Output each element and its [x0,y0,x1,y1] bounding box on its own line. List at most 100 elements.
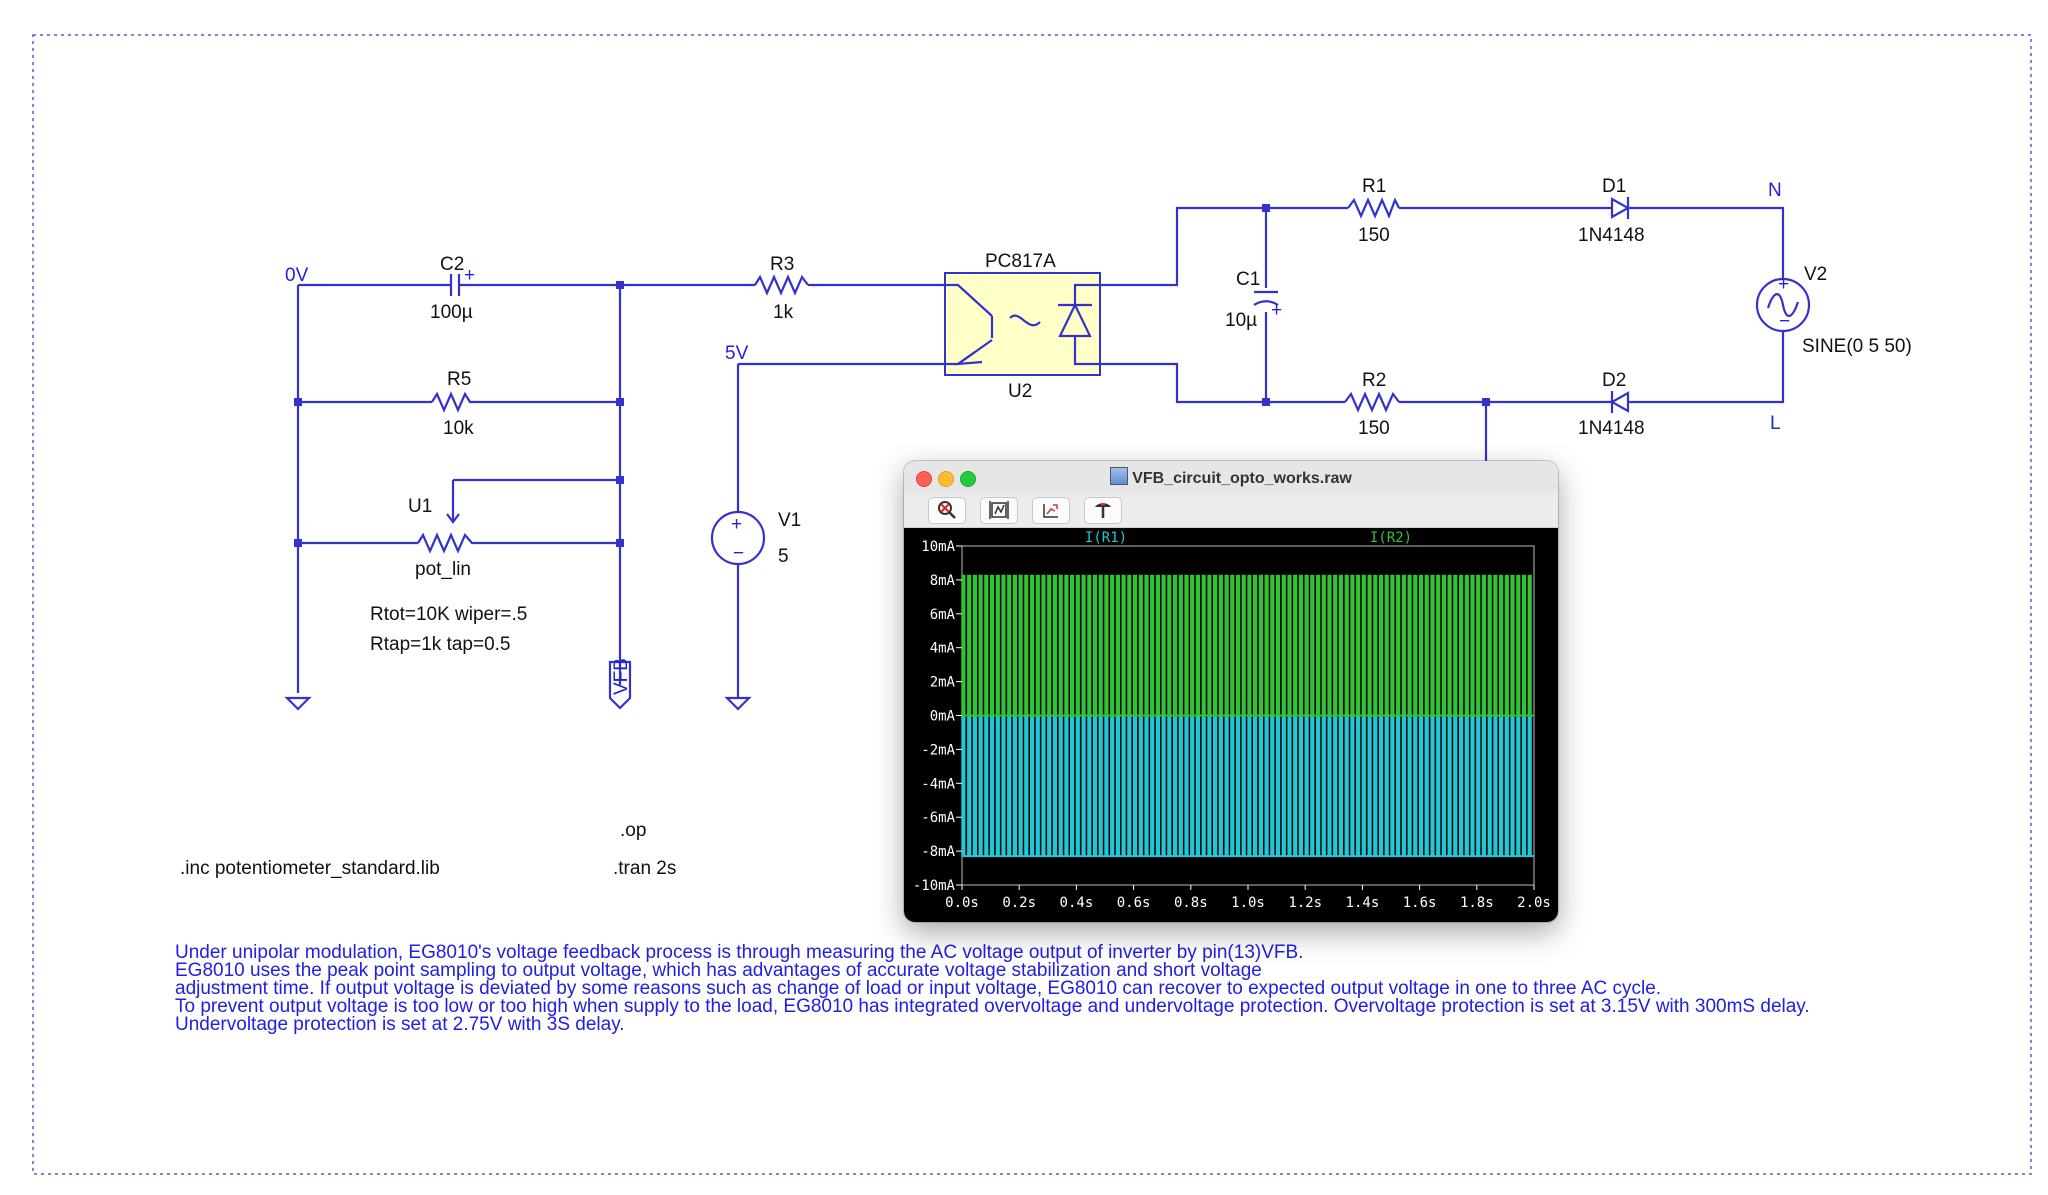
u2-label: U2 [1008,381,1032,402]
vfb-port-label: VFB [611,658,632,695]
net-label-5v: 5V [725,343,749,364]
y-tick-label: 10mA [921,539,955,555]
autorange-button[interactable] [980,497,1018,524]
zoom-cancel-button[interactable] [928,497,966,524]
c1-value: 10µ [1225,310,1257,331]
junction [294,539,302,547]
minimize-window-button[interactable] [938,471,954,487]
r3-value: 1k [773,302,794,323]
waveform-chart[interactable]: 10mA8mA6mA4mA2mA0mA-2mA-4mA-6mA-8mA-10mA… [904,528,1558,922]
x-tick-label: 1.4s [1346,895,1380,911]
window-title-text: VFB_circuit_opto_works.raw [1132,470,1352,487]
d1-value: 1N4148 [1578,225,1645,246]
diode-d2[interactable] [1609,391,1630,413]
legend-entry: I(R1) [1085,530,1127,546]
y-tick-label: -6mA [921,810,955,826]
junction [294,398,302,406]
junction [1262,398,1270,406]
resistor-r1[interactable] [1347,197,1400,219]
tran-directive[interactable]: .tran 2s [613,858,676,879]
net-label-l: L [1770,413,1781,434]
y-tick-label: 6mA [930,607,956,623]
r1-label: R1 [1362,176,1386,197]
comment-line: adjustment time. If output voltage is de… [175,978,1661,999]
svg-text:+: + [731,514,742,535]
r5-value: 10k [443,418,474,439]
x-tick-label: 0.8s [1174,895,1208,911]
x-tick-label: 0.4s [1060,895,1094,911]
svg-text:−: − [733,543,744,564]
x-tick-label: 1.0s [1231,895,1265,911]
comment-block[interactable]: Under unipolar modulation, EG8010's volt… [175,942,1810,1035]
x-tick-label: 2.0s [1517,895,1551,911]
pan-button[interactable] [1032,497,1070,524]
voltage-source-v2[interactable]: + − [1755,274,1811,333]
v2-label: V2 [1804,264,1827,285]
right-network [1100,206,1785,463]
junction [616,398,624,406]
y-tick-label: -8mA [921,844,955,860]
maximize-window-button[interactable] [960,471,976,487]
comment-line: Under unipolar modulation, EG8010's volt… [175,942,1303,963]
v2-value: SINE(0 5 50) [1802,336,1912,357]
r3-label: R3 [770,254,794,275]
y-tick-label: 8mA [930,573,956,589]
junction [616,539,624,547]
autorange-icon [989,501,1009,519]
include-directive[interactable]: .inc potentiometer_standard.lib [180,858,440,879]
potentiometer-u1[interactable] [417,532,477,554]
window-titlebar[interactable]: VFB_circuit_opto_works.raw [904,461,1558,493]
x-tick-label: 0.0s [945,895,979,911]
optocoupler-u2[interactable] [940,272,1101,376]
y-tick-label: 0mA [930,709,956,725]
svg-text:+: + [1778,274,1789,295]
diode-d1[interactable] [1610,197,1631,219]
svg-text:+: + [1271,300,1282,321]
svg-text:−: − [1779,311,1790,332]
d2-label: D2 [1602,370,1626,391]
legend-entry: I(R2) [1370,530,1412,546]
d1-label: D1 [1602,176,1626,197]
voltage-source-v1[interactable]: + − [710,362,945,698]
op-directive[interactable]: .op [620,820,646,841]
c2-label: C2 [440,254,464,275]
v1-label: V1 [778,510,801,531]
y-tick-label: 4mA [930,641,956,657]
y-tick-label: 2mA [930,675,956,691]
u1-value: pot_lin [415,559,471,580]
d2-value: 1N4148 [1578,418,1645,439]
resistor-r2[interactable] [1344,391,1400,413]
junction [1482,398,1490,406]
v1-value: 5 [778,546,789,567]
x-tick-label: 0.2s [1002,895,1036,911]
y-tick-label: -2mA [921,742,955,758]
waveform-window[interactable]: VFB_circuit_opto_works.raw 10mA 8mA 6mA 4mA… [904,461,1558,922]
series-ir1-trace [961,715,1532,857]
probe-button[interactable] [1084,497,1122,524]
capacitor-c1[interactable]: + [1253,290,1282,321]
comment-line: EG8010 uses the peak point sampling to o… [175,960,1262,981]
junction [1262,204,1270,212]
x-tick-label: 1.8s [1460,895,1494,911]
u1-label: U1 [408,496,432,517]
waveform-toolbar [904,493,1558,528]
series-ir2-trace [961,574,1532,716]
close-window-button[interactable] [916,471,932,487]
junction [616,476,624,484]
resistor-r5[interactable] [431,391,475,413]
resistor-r3[interactable] [754,274,809,296]
y-tick-label: -4mA [921,776,955,792]
r2-label: R2 [1362,370,1386,391]
left-network [296,283,940,693]
u2-part-label: PC817A [985,251,1056,272]
vfb-port[interactable]: VFB [608,658,632,710]
u1-param-2: Rtap=1k tap=0.5 [370,634,511,655]
junction [616,281,624,289]
r5-label: R5 [447,369,471,390]
net-label-n: N [1768,180,1782,201]
capacitor-c2[interactable]: + [440,265,475,296]
c1-label: C1 [1236,269,1260,290]
ground-symbol-left [284,696,312,711]
